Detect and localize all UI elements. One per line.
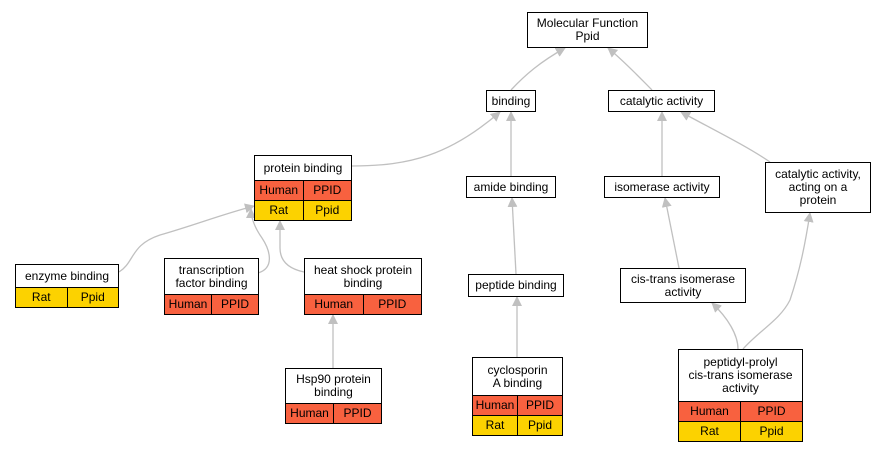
species-cell: Human bbox=[259, 183, 299, 197]
gene-cell: PPID bbox=[740, 402, 802, 421]
gene-cell: Ppid bbox=[517, 416, 562, 435]
term-binding[interactable]: binding bbox=[486, 90, 536, 112]
annotation-row-human: Human PPID bbox=[286, 403, 381, 423]
gene-cell: PPID bbox=[517, 396, 562, 415]
annotation-row-rat: Rat Ppid bbox=[255, 200, 351, 220]
term-enzyme-binding[interactable]: enzyme binding Rat Ppid bbox=[15, 264, 119, 308]
term-title: peptide binding bbox=[475, 278, 557, 292]
term-title: amide binding bbox=[473, 179, 549, 194]
gene-cell: Ppid bbox=[66, 288, 119, 307]
edge-cis-trans-isomerase-activity-to-isomerase-activity bbox=[661, 197, 680, 269]
species-cell: Human bbox=[690, 404, 729, 418]
annotation-row-human: Human PPID bbox=[305, 294, 421, 314]
term-title: Hsp90 protein binding bbox=[296, 372, 371, 399]
term-title: Molecular Function Ppid bbox=[536, 16, 639, 43]
term-catalytic-activity-acting-on-protein[interactable]: catalytic activity, acting on a protein bbox=[765, 162, 871, 213]
species-cell: Human bbox=[314, 297, 354, 311]
term-hsp90-protein-binding[interactable]: Hsp90 protein binding Human PPID bbox=[285, 368, 382, 424]
gene-cell: Ppid bbox=[302, 201, 352, 220]
annotation-row-human: Human PPID bbox=[679, 401, 802, 421]
gene-cell: PPID bbox=[362, 295, 422, 314]
edge-catalytic-activity-on-protein-to-catalytic-activity bbox=[680, 111, 771, 163]
gene-cell: PPID bbox=[211, 295, 258, 314]
edge-heat-shock-protein-binding-to-protein-binding bbox=[275, 220, 305, 273]
edge-enzyme-binding-to-protein-binding bbox=[118, 203, 255, 273]
term-molecular-function[interactable]: Molecular Function Ppid bbox=[527, 12, 648, 48]
annotation-row-human: Human PPID bbox=[165, 294, 258, 314]
term-cis-trans-isomerase-activity[interactable]: cis-trans isomerase activity bbox=[620, 268, 746, 303]
species-cell: Human bbox=[475, 398, 515, 412]
species-cell: Rat bbox=[269, 203, 289, 217]
term-transcription-factor-binding[interactable]: transcription factor binding Human PPID bbox=[164, 258, 259, 315]
term-amide-binding[interactable]: amide binding bbox=[466, 176, 556, 198]
edge-peptide-binding-to-amide-binding bbox=[507, 197, 518, 275]
edge-peptidyl-prolyl-isomerase-activity-to-catalytic-activity-on-protein bbox=[742, 212, 814, 350]
species-cell: Human bbox=[290, 406, 329, 420]
gene-cell: PPID bbox=[302, 181, 352, 200]
term-title: peptidyl-prolyl cis-trans isomerase acti… bbox=[688, 355, 793, 395]
term-heat-shock-protein-binding[interactable]: heat shock protein binding Human PPID bbox=[304, 258, 422, 315]
edge-binding-to-molecular-function bbox=[510, 47, 566, 91]
term-title: protein binding bbox=[263, 160, 343, 175]
annotation-row-rat: Rat Ppid bbox=[473, 415, 562, 435]
term-title: enzyme binding bbox=[24, 268, 110, 283]
term-title: heat shock protein binding bbox=[313, 262, 413, 290]
term-peptide-binding[interactable]: peptide binding bbox=[468, 274, 564, 297]
term-title: transcription factor binding bbox=[175, 262, 248, 290]
edge-peptidyl-prolyl-isomerase-activity-to-cis-trans-isomerase-activity bbox=[711, 302, 739, 350]
term-protein-binding[interactable]: protein binding Human PPID Rat Ppid bbox=[254, 155, 352, 221]
term-isomerase-activity[interactable]: isomerase activity bbox=[604, 176, 720, 198]
annotation-row-human: Human PPID bbox=[473, 395, 562, 415]
annotation-row-rat: Rat Ppid bbox=[16, 287, 118, 307]
term-catalytic-activity[interactable]: catalytic activity bbox=[608, 90, 715, 112]
annotation-row-human: Human PPID bbox=[255, 180, 351, 200]
term-title: cyclosporin A binding bbox=[487, 362, 548, 390]
term-title: isomerase activity bbox=[614, 179, 710, 194]
species-cell: Rat bbox=[700, 424, 719, 438]
edge-protein-binding-to-binding bbox=[351, 111, 501, 167]
term-title: binding bbox=[491, 93, 531, 108]
edge-catalytic-activity-to-molecular-function bbox=[607, 47, 653, 91]
species-cell: Rat bbox=[485, 418, 505, 432]
term-title: catalytic activity, acting on a protein bbox=[775, 167, 861, 207]
gene-cell: PPID bbox=[333, 404, 381, 423]
term-cyclosporin-a-binding[interactable]: cyclosporin A binding Human PPID Rat Ppi… bbox=[472, 357, 563, 436]
species-cell: Rat bbox=[31, 290, 51, 304]
edge-transcription-factor-binding-to-protein-binding bbox=[246, 208, 271, 274]
gene-cell: Ppid bbox=[740, 422, 802, 441]
annotation-row-rat: Rat Ppid bbox=[679, 421, 802, 441]
term-peptidyl-prolyl-cis-trans-isomerase-activity[interactable]: peptidyl-prolyl cis-trans isomerase acti… bbox=[678, 349, 803, 442]
species-cell: Human bbox=[168, 297, 208, 311]
term-title: cis-trans isomerase activity bbox=[630, 271, 736, 299]
term-title: catalytic activity bbox=[619, 93, 704, 108]
